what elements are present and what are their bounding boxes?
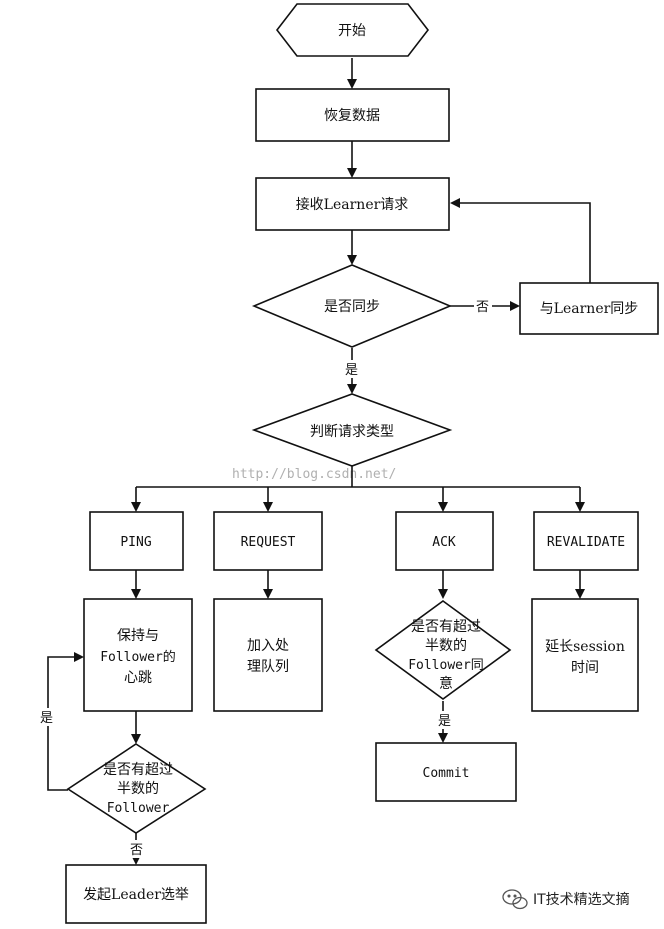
queue-label-line2: 理队列 <box>247 659 289 675</box>
request-label: REQUEST <box>241 535 296 550</box>
majority-follower-line1: 是否有超过 <box>103 762 173 778</box>
request-box <box>213 511 323 571</box>
extend-session-box <box>531 598 639 712</box>
receive-label: 接收Learner请求 <box>296 196 409 213</box>
sync-check-diamond <box>251 264 453 348</box>
ack-majority-line2: 半数的 <box>425 638 467 654</box>
restore-box <box>255 88 450 142</box>
edge-sync-receive <box>450 198 591 283</box>
commit-label: Commit <box>423 766 470 781</box>
watermark-text: http://blog.csdn.net/ <box>232 467 396 482</box>
start-label: 开始 <box>338 23 366 39</box>
judge-type-diamond <box>251 393 453 467</box>
ack-majority-diamond <box>374 600 512 700</box>
judge-type-label: 判断请求类型 <box>310 424 394 440</box>
sync-box <box>519 282 659 335</box>
restore-label: 恢复数据 <box>324 107 380 124</box>
wechat-brand: IT技术精选文摘 <box>502 889 630 910</box>
sync-check-label: 是否同步 <box>324 299 380 315</box>
extend-session-line1: 延长session <box>545 639 625 655</box>
edge-label-yes-synced: 是 <box>345 363 358 378</box>
receive-box <box>255 177 450 231</box>
majority-follower-diamond <box>66 743 207 834</box>
queue-label-line1: 加入处 <box>247 638 289 654</box>
ack-majority-line3: Follower同 <box>408 658 484 673</box>
edge-label-yes-heartbeat: 是 <box>40 711 53 726</box>
heartbeat-box <box>83 598 193 712</box>
edge-label-no-sync: 否 <box>476 300 489 315</box>
queue-box <box>213 598 323 712</box>
election-box <box>65 864 207 924</box>
ping-label: PING <box>120 535 151 550</box>
sync-label: 与Learner同步 <box>540 301 639 317</box>
ack-label: ACK <box>432 535 456 550</box>
majority-follower-line2: 半数的 <box>117 781 159 797</box>
extend-session-line2: 时间 <box>571 660 599 676</box>
ping-box <box>89 511 184 571</box>
heartbeat-label-line3: 心跳 <box>124 670 152 686</box>
ack-box <box>395 511 494 571</box>
brand-label: IT技术精选文摘 <box>533 891 630 908</box>
revalidate-box <box>533 511 639 571</box>
commit-box <box>375 742 517 802</box>
election-label: 发起Leader选举 <box>83 887 189 903</box>
heartbeat-label-line2: Follower的 <box>100 649 176 665</box>
revalidate-label: REVALIDATE <box>547 535 625 550</box>
start-terminal <box>275 3 430 57</box>
majority-follower-line3: Follower <box>107 801 170 816</box>
edge-label-no-election: 否 <box>130 843 143 858</box>
wechat-icon <box>502 889 528 910</box>
ack-majority-line1: 是否有超过 <box>411 619 481 635</box>
edge-label-yes-commit: 是 <box>438 714 451 729</box>
heartbeat-label-line1: 保持与 <box>117 628 159 644</box>
ack-majority-line4: 意 <box>439 675 453 692</box>
